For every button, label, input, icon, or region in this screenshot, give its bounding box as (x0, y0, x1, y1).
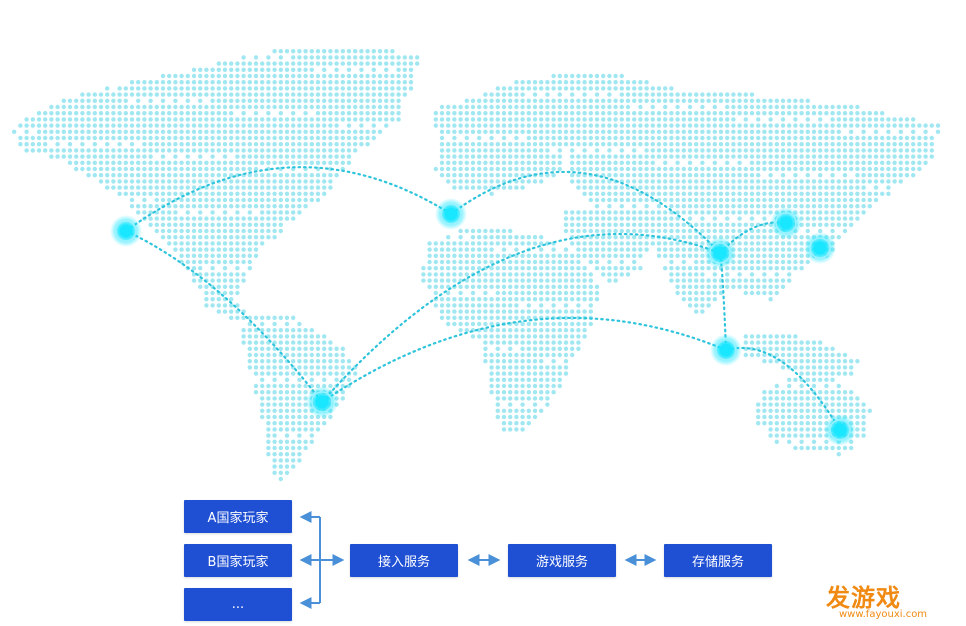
hub-china-east (704, 237, 736, 269)
hub-south-america-east (306, 386, 338, 418)
watermark-url: www.fayouxi.com (839, 609, 928, 620)
route-north-america-west-western-europe (124, 166, 453, 233)
player-b-label: B国家玩家 (207, 555, 269, 570)
game-service-box: 游戏服务 (508, 544, 616, 577)
player-b-box: B国家玩家 (184, 544, 292, 577)
player-more-box: ... (184, 588, 292, 621)
storage-service-label: 存储服务 (691, 555, 744, 570)
player-more-label: ... (231, 597, 245, 612)
player-a-box: A国家玩家 (184, 500, 292, 533)
storage-service-box: 存储服务 (664, 544, 772, 577)
hub-western-europe (435, 198, 467, 230)
game-service-label: 游戏服务 (535, 555, 588, 570)
flow-arrows (299, 511, 657, 609)
access-service-box: 接入服务 (350, 544, 458, 577)
route-south-america-east-china-east (320, 233, 722, 404)
hub-australia-east (824, 414, 856, 446)
watermark-logo: 发游戏 (826, 578, 901, 612)
route-north-america-west-south-america-east (124, 229, 324, 404)
hub-southeast-asia (710, 334, 742, 366)
watermark-logo-text: 发游戏 (826, 584, 901, 612)
hub-korea (770, 207, 802, 239)
player-a-label: A国家玩家 (207, 511, 269, 526)
route-south-america-east-southeast-asia (320, 316, 728, 404)
route-western-europe-china-east (449, 170, 722, 255)
world-map (12, 49, 941, 482)
access-service-label: 接入服务 (377, 555, 430, 570)
map-dots (12, 49, 941, 482)
hub-japan (804, 232, 836, 264)
hub-north-america-west (110, 215, 142, 247)
map-hubs (110, 198, 856, 446)
